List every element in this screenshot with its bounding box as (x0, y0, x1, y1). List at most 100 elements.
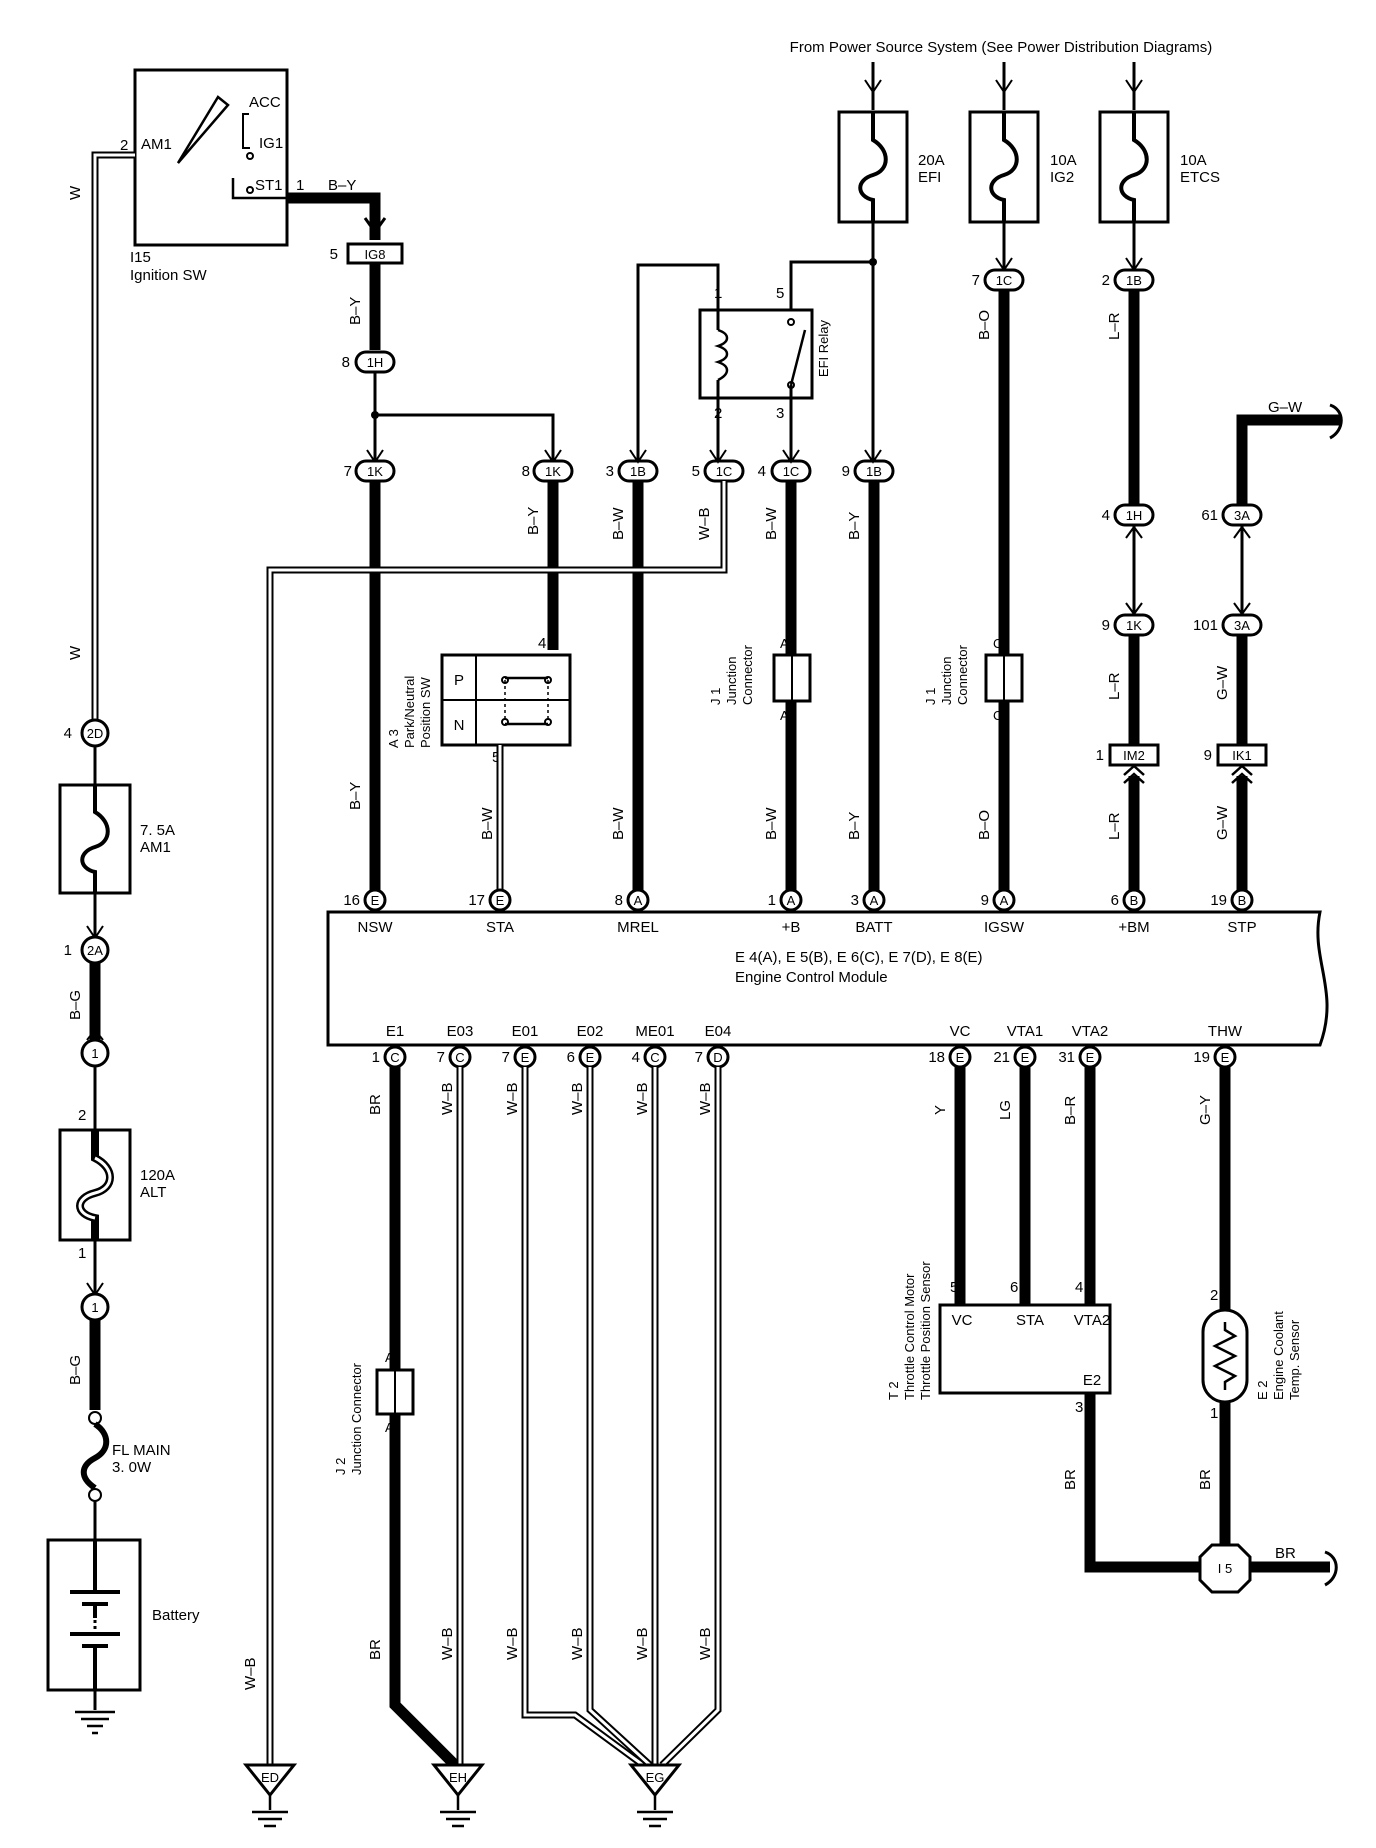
svg-text:STA: STA (486, 919, 514, 936)
svg-text:+B: +B (782, 919, 801, 936)
flmain-rating: 3. 0W (112, 1459, 152, 1476)
wire-bw-b-bottom: B–W (763, 807, 780, 840)
j1a-name1: Junction (724, 657, 739, 705)
wire-br-vta2: B–R (1062, 1096, 1079, 1125)
wire-wb-ed: W–B (242, 1657, 259, 1690)
wire-wb-me01-top: W–B (634, 1082, 651, 1115)
wire-bw-sta: B–W (479, 807, 496, 840)
svg-text:18: 18 (928, 1049, 945, 1066)
svg-text:E02: E02 (577, 1023, 604, 1040)
wire-wb-e02-bottom: W–B (569, 1627, 586, 1660)
conn-1b-c-id: 1B (1126, 273, 1142, 288)
svg-text:A: A (787, 893, 796, 908)
ign-ref: I15 (130, 249, 151, 266)
svg-text:E1: E1 (386, 1023, 404, 1040)
ground-ed-label: ED (261, 1770, 279, 1785)
fuse-am1: 7. 5A AM1 (58, 783, 175, 895)
j1a-pin-a-top: A (780, 636, 789, 651)
wire-wb-1c: W–B (696, 507, 713, 540)
svg-text:E: E (496, 893, 505, 908)
ign-acc-label: ACC (249, 94, 281, 111)
conn-3a-b-pin: 101 (1193, 617, 1218, 634)
junction-connector-j1b: C C J 1 Junction Connector (923, 636, 1024, 723)
j1b-name1: Junction (939, 657, 954, 705)
svg-text:16: 16 (343, 892, 360, 909)
fuse-etcs-amp: 10A (1180, 152, 1207, 169)
j1a-ref: J 1 (708, 688, 723, 705)
wire-y: Y (932, 1105, 949, 1115)
conn-2a-pin: 1 (64, 942, 72, 959)
svg-text:+BM: +BM (1118, 919, 1149, 936)
conn-1c-b-pin: 4 (758, 463, 766, 480)
svg-text:VTA2: VTA2 (1072, 1023, 1108, 1040)
throttle-position-sensor: VC STA VTA2 E2 T 2 Throttle Control Moto… (886, 1261, 1112, 1400)
conn-ik1-pin: 9 (1204, 747, 1212, 764)
ign-am1-label: AM1 (141, 136, 172, 153)
battery-name: Battery (152, 1607, 200, 1624)
conn-3a-a-id: 3A (1234, 508, 1250, 523)
wire-bg-bottom: B–G (67, 1355, 84, 1385)
fuse-alt-amp: 120A (140, 1167, 175, 1184)
ecm-pin-b: A1 +B (768, 888, 803, 936)
svg-text:E: E (1086, 1050, 1095, 1065)
conn-1b-a-id: 1B (630, 464, 646, 479)
j2-ref: J 2 (333, 1458, 348, 1475)
tps-vta2: VTA2 (1074, 1312, 1110, 1329)
svg-text:1: 1 (768, 892, 776, 909)
tps-pin6: 6 (1010, 1279, 1018, 1296)
ign-pin-st1: 1 (296, 177, 304, 194)
svg-text:6: 6 (1111, 892, 1119, 909)
wire-wb-me01-bottom: W–B (634, 1627, 651, 1660)
ground-ed: ED (242, 1763, 298, 1828)
ect-pin1: 1 (1210, 1405, 1218, 1422)
svg-text:A: A (870, 893, 879, 908)
conn-3a-b-id: 3A (1234, 618, 1250, 633)
fuse-efi-name: EFI (918, 169, 941, 186)
ect-ref: E 2 (1255, 1380, 1270, 1400)
wire-wb-e03-top: W–B (439, 1082, 456, 1115)
conn-ig8-pin: 5 (330, 246, 338, 263)
fusible-link-fl-main: FL MAIN 3. 0W (80, 1411, 171, 1502)
wire-w-bottom: W (67, 645, 84, 660)
wire-by-sta-top: B–Y (525, 507, 542, 535)
wire-lr-top: L–R (1106, 312, 1123, 340)
ign-st1-label: ST1 (255, 177, 283, 194)
junction-connector-j2: A A J 2 Junction Connector (333, 1350, 415, 1475)
svg-text:9: 9 (981, 892, 989, 909)
conn-2a-id: 2A (87, 943, 103, 958)
conn-im2-id: IM2 (1123, 748, 1145, 763)
wire-gw-mid: G–W (1214, 665, 1231, 700)
svg-text:7: 7 (437, 1049, 445, 1066)
fuse-alt-name: ALT (140, 1184, 166, 1201)
tps-pin3: 3 (1075, 1399, 1083, 1416)
conn-1b-c-pin: 2 (1102, 272, 1110, 289)
conn-1k-c-pin: 9 (1102, 617, 1110, 634)
pns-name: Park/Neutral (402, 676, 417, 748)
ign-pin-am1: 2 (120, 137, 128, 154)
j1b-ref: J 1 (923, 688, 938, 705)
conn-im2-pin: 1 (1096, 747, 1104, 764)
conn-1c-c-pin: 7 (972, 272, 980, 289)
tps-pin5: 5 (950, 1279, 958, 1296)
svg-text:IGSW: IGSW (984, 919, 1025, 936)
conn-1h-b-pin: 4 (1102, 507, 1110, 524)
wire-wb-e02-top: W–B (569, 1082, 586, 1115)
wire-by-batt-bottom: B–Y (846, 812, 863, 840)
svg-text:7: 7 (502, 1049, 510, 1066)
alt-pin-in: 2 (78, 1107, 86, 1124)
ecm-line1: E 4(A), E 5(B), E 6(C), E 7(D), E 8(E) (735, 949, 983, 966)
park-neutral-switch: P N 4 5 A 3 Park/Neutral Position SW (386, 635, 572, 766)
conn-1c-c-id: 1C (996, 273, 1013, 288)
conn-1c-a-id: 1C (716, 464, 733, 479)
svg-text:E: E (1021, 1050, 1030, 1065)
svg-text:7: 7 (695, 1049, 703, 1066)
wire-gw-bottom: G–W (1214, 805, 1231, 840)
junction-i5: I 5 (1198, 1543, 1252, 1594)
svg-text:B: B (1130, 893, 1139, 908)
